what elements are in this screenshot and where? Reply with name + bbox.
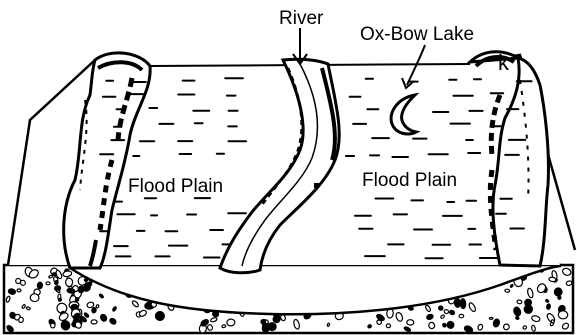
- gravel-pebble: [96, 304, 99, 308]
- gravel-pebble: [20, 280, 26, 286]
- gravel-pebble: [54, 280, 58, 285]
- gravel-pebble: [263, 324, 271, 328]
- gravel-pebble: [50, 323, 55, 328]
- gravel-pebble: [46, 282, 50, 285]
- gravel-pebble: [551, 319, 555, 323]
- gravel-pebble: [207, 324, 213, 331]
- gravel-pebble: [17, 289, 21, 292]
- gravel-pebble: [546, 304, 550, 310]
- gravel-pebble: [444, 309, 449, 314]
- gravel-pebble: [30, 293, 40, 302]
- gravel-pebble: [558, 310, 568, 319]
- gravel-pebble: [222, 324, 226, 328]
- flood-plain-right-label: Flood Plain: [362, 170, 457, 191]
- gravel-pebble: [489, 317, 493, 319]
- oxbow-lake-label: Ox-Bow Lake: [360, 24, 474, 45]
- gravel-pebble: [386, 324, 390, 328]
- gravel-pebble: [18, 317, 24, 323]
- river-label: River: [279, 8, 324, 29]
- gravel-pebble: [327, 323, 330, 327]
- river-arrow: [293, 28, 307, 64]
- gravel-pebble: [517, 300, 522, 304]
- gravel-pebble: [505, 289, 510, 293]
- gravel-pebble: [91, 320, 97, 324]
- gravel-pebble: [460, 299, 466, 309]
- gravel-pebble: [428, 322, 435, 329]
- flood-plain-left-label: Flood Plain: [128, 176, 223, 197]
- gravel-pebble: [227, 319, 235, 326]
- gravel-pebble: [407, 320, 414, 326]
- corner-mark: k: [498, 50, 510, 75]
- gravel-pebble: [554, 288, 562, 297]
- gravel-pebble: [66, 278, 73, 287]
- gravel-pebble: [37, 282, 43, 289]
- gravel-pebble: [524, 305, 532, 313]
- gravel-pebble: [549, 277, 557, 282]
- gravel-pebble: [459, 314, 464, 318]
- gravel-pebble: [557, 296, 561, 300]
- gravel-pebble: [91, 307, 96, 313]
